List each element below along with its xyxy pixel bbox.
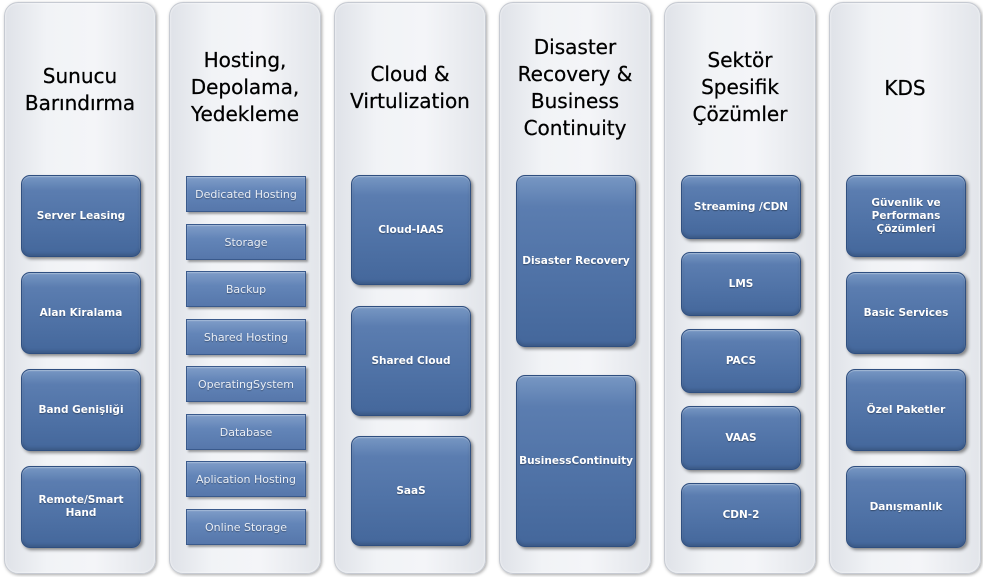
service-box[interactable]: Shared Hosting [186, 319, 306, 355]
service-box[interactable]: PACS [681, 329, 801, 393]
service-box[interactable]: Aplication Hosting [186, 461, 306, 497]
service-box[interactable]: OperatingSystem [186, 366, 306, 402]
column-title-line: Depolama, [190, 75, 300, 99]
service-box[interactable]: Band Genişliği [21, 369, 141, 451]
column-title-line: Continuity [523, 116, 627, 140]
column-title-line: Yedekleme [190, 102, 300, 126]
column-title-line: Çözümler [692, 102, 788, 126]
service-box[interactable]: BusinessContinuity [516, 375, 636, 547]
column-sunucu-barindirma: Sunucu Barındırma Server Leasing Alan Ki… [4, 2, 156, 574]
column-cloud-virtulization: Cloud & Virtulization Cloud-IAAS Shared … [334, 2, 486, 574]
column-title: KDS [830, 75, 980, 102]
column-hosting-depolama-yedekleme: Hosting, Depolama, Yedekleme Dedicated H… [169, 2, 321, 574]
service-box[interactable]: Database [186, 414, 306, 450]
service-box[interactable]: Server Leasing [21, 175, 141, 257]
column-kds: KDS Güvenlik ve Performans Çözümleri Bas… [829, 2, 981, 574]
column-title: Cloud & Virtulization [335, 61, 485, 115]
column-title-line: Business [530, 89, 620, 113]
column-title-line: KDS [884, 76, 926, 100]
column-title: Sunucu Barındırma [5, 63, 155, 117]
column-title-line: Spesifik [701, 75, 779, 99]
column-title-line: Hosting, [203, 48, 287, 72]
column-title: Sektör Spesifik Çözümler [665, 47, 815, 128]
service-box[interactable]: Online Storage [186, 509, 306, 545]
column-title-line: Sunucu [42, 64, 118, 88]
service-box[interactable]: VAAS [681, 406, 801, 470]
service-box[interactable]: Streaming /CDN [681, 175, 801, 239]
service-box[interactable]: Basic Services [846, 272, 966, 354]
service-box[interactable]: Remote/Smart Hand [21, 466, 141, 548]
column-title-line: Sektör [707, 48, 773, 72]
service-box[interactable]: Alan Kiralama [21, 272, 141, 354]
column-disaster-recovery-business-continuity: Disaster Recovery & Business Continuity … [499, 2, 651, 574]
service-box[interactable]: Güvenlik ve Performans Çözümleri [846, 175, 966, 257]
service-box[interactable]: SaaS [351, 436, 471, 546]
service-box[interactable]: CDN-2 [681, 483, 801, 547]
column-title: Disaster Recovery & Business Continuity [500, 34, 650, 142]
column-title: Hosting, Depolama, Yedekleme [170, 47, 320, 128]
service-box[interactable]: LMS [681, 252, 801, 316]
column-title-line: Virtulization [350, 89, 470, 113]
service-box[interactable]: Disaster Recovery [516, 175, 636, 347]
service-box[interactable]: Özel Paketler [846, 369, 966, 451]
column-title-line: Barındırma [24, 91, 136, 115]
service-box[interactable]: Storage [186, 224, 306, 260]
service-box[interactable]: Dedicated Hosting [186, 176, 306, 212]
column-title-line: Recovery & [517, 62, 633, 86]
service-box[interactable]: Danışmanlık [846, 466, 966, 548]
service-box[interactable]: Cloud-IAAS [351, 175, 471, 285]
column-title-line: Disaster [533, 35, 617, 59]
column-sektor-spesifik-cozumler: Sektör Spesifik Çözümler Streaming /CDN … [664, 2, 816, 574]
service-box[interactable]: Shared Cloud [351, 306, 471, 416]
column-title-line: Cloud & [370, 62, 450, 86]
service-box[interactable]: Backup [186, 271, 306, 307]
